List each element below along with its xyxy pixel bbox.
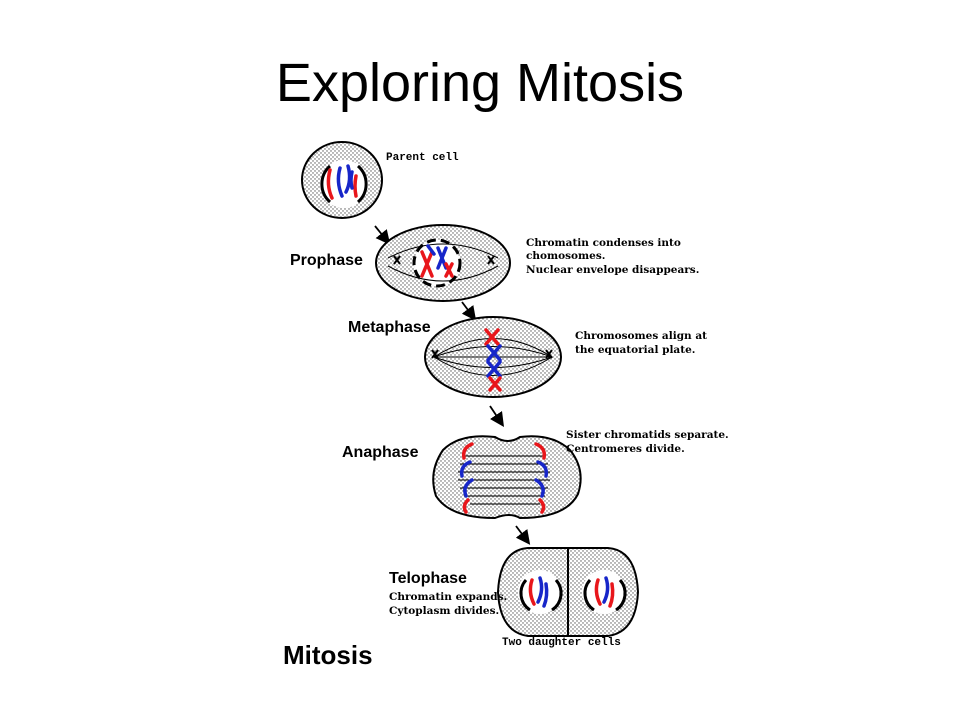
- metaphase-note-line2: the equatorial plate.: [575, 344, 695, 356]
- telophase-note-line1: Chromatin expands.: [389, 591, 507, 603]
- anaphase-cell: [432, 435, 582, 520]
- telophase-cells: [496, 547, 640, 637]
- metaphase-label: Metaphase: [348, 319, 431, 336]
- anaphase-note-line1: Sister chromatids separate.: [566, 429, 729, 441]
- metaphase-note-line1: Chromosomes align at: [575, 330, 707, 342]
- prophase-note-line1: Chromatin condenses into: [526, 237, 681, 249]
- prophase-cell: [375, 224, 511, 302]
- diagram-caption: Mitosis: [283, 640, 373, 670]
- prophase-label: Prophase: [290, 252, 363, 269]
- prophase-note-line3: Nuclear envelope disappears.: [526, 264, 699, 276]
- metaphase-cell: [424, 316, 562, 398]
- parent-cell-label: Parent cell: [386, 152, 459, 164]
- telophase-note-line2: Cytoplasm divides.: [389, 605, 499, 617]
- prophase-note-line2: chomosomes.: [526, 250, 605, 262]
- arrow-to-prophase: [374, 225, 391, 245]
- anaphase-note-line2: Centromeres divide.: [566, 443, 685, 455]
- slide-title: Exploring Mitosis: [275, 53, 685, 113]
- daughter-cells-label: Two daughter cells: [502, 637, 621, 649]
- telophase-label: Telophase: [389, 570, 467, 587]
- arrow-to-anaphase: [489, 405, 504, 427]
- anaphase-label: Anaphase: [342, 444, 419, 461]
- parent-cell: [301, 141, 383, 219]
- arrow-to-telophase: [515, 525, 531, 545]
- arrow-to-metaphase: [461, 301, 477, 321]
